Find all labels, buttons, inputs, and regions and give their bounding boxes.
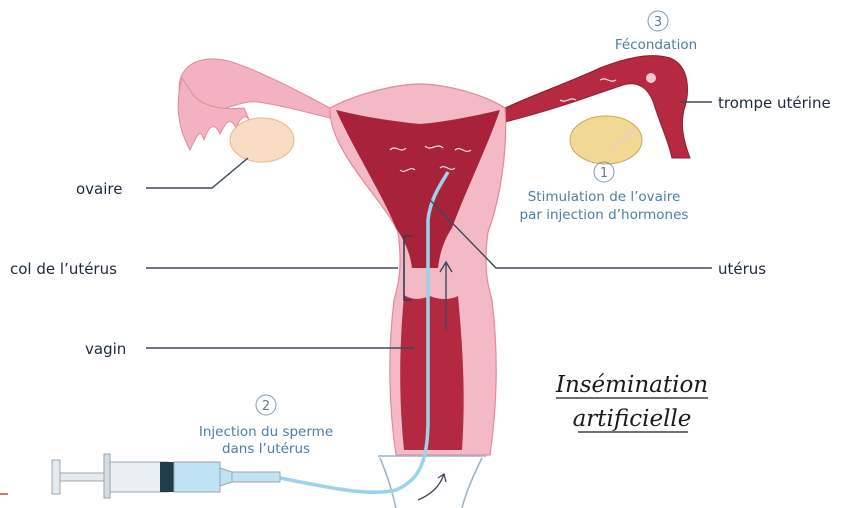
- syringe: [52, 454, 280, 498]
- step-2: 2 Injection du sperme dans l’utérus: [199, 395, 333, 457]
- anatomy: [52, 56, 690, 508]
- vagina: [400, 295, 463, 450]
- label-trompe-uterine: trompe utérine: [718, 94, 831, 112]
- title-line-2: artificielle: [573, 406, 692, 432]
- label-ovaire: ovaire: [76, 180, 122, 198]
- step-text-line: Stimulation de l’ovaire: [528, 189, 681, 205]
- step-text-line: par injection d’hormones: [520, 207, 689, 223]
- diagram-title: Insémination artificielle: [555, 372, 708, 432]
- step-1: 1 Stimulation de l’ovaire par injection …: [520, 162, 689, 223]
- catheter-curve-arrow: [418, 474, 446, 500]
- step-text-line: Fécondation: [615, 37, 697, 53]
- label-col-uterus: col de l’utérus: [10, 260, 117, 278]
- step-text-line: dans l’utérus: [222, 441, 310, 457]
- egg-cell: [646, 73, 656, 83]
- right-ovary: [570, 116, 642, 164]
- label-vagin: vagin: [85, 340, 126, 358]
- leader-ovaire: [146, 158, 248, 188]
- step-number: 1: [600, 166, 608, 181]
- title-line-1: Insémination: [555, 372, 708, 398]
- left-ovary: [230, 118, 294, 162]
- step-3: 3 Fécondation: [615, 11, 697, 53]
- step-text-line: Injection du sperme: [199, 424, 333, 440]
- step-number: 3: [654, 15, 662, 30]
- step-number: 2: [262, 399, 270, 414]
- label-uterus: utérus: [718, 260, 766, 278]
- speculum: [378, 456, 486, 508]
